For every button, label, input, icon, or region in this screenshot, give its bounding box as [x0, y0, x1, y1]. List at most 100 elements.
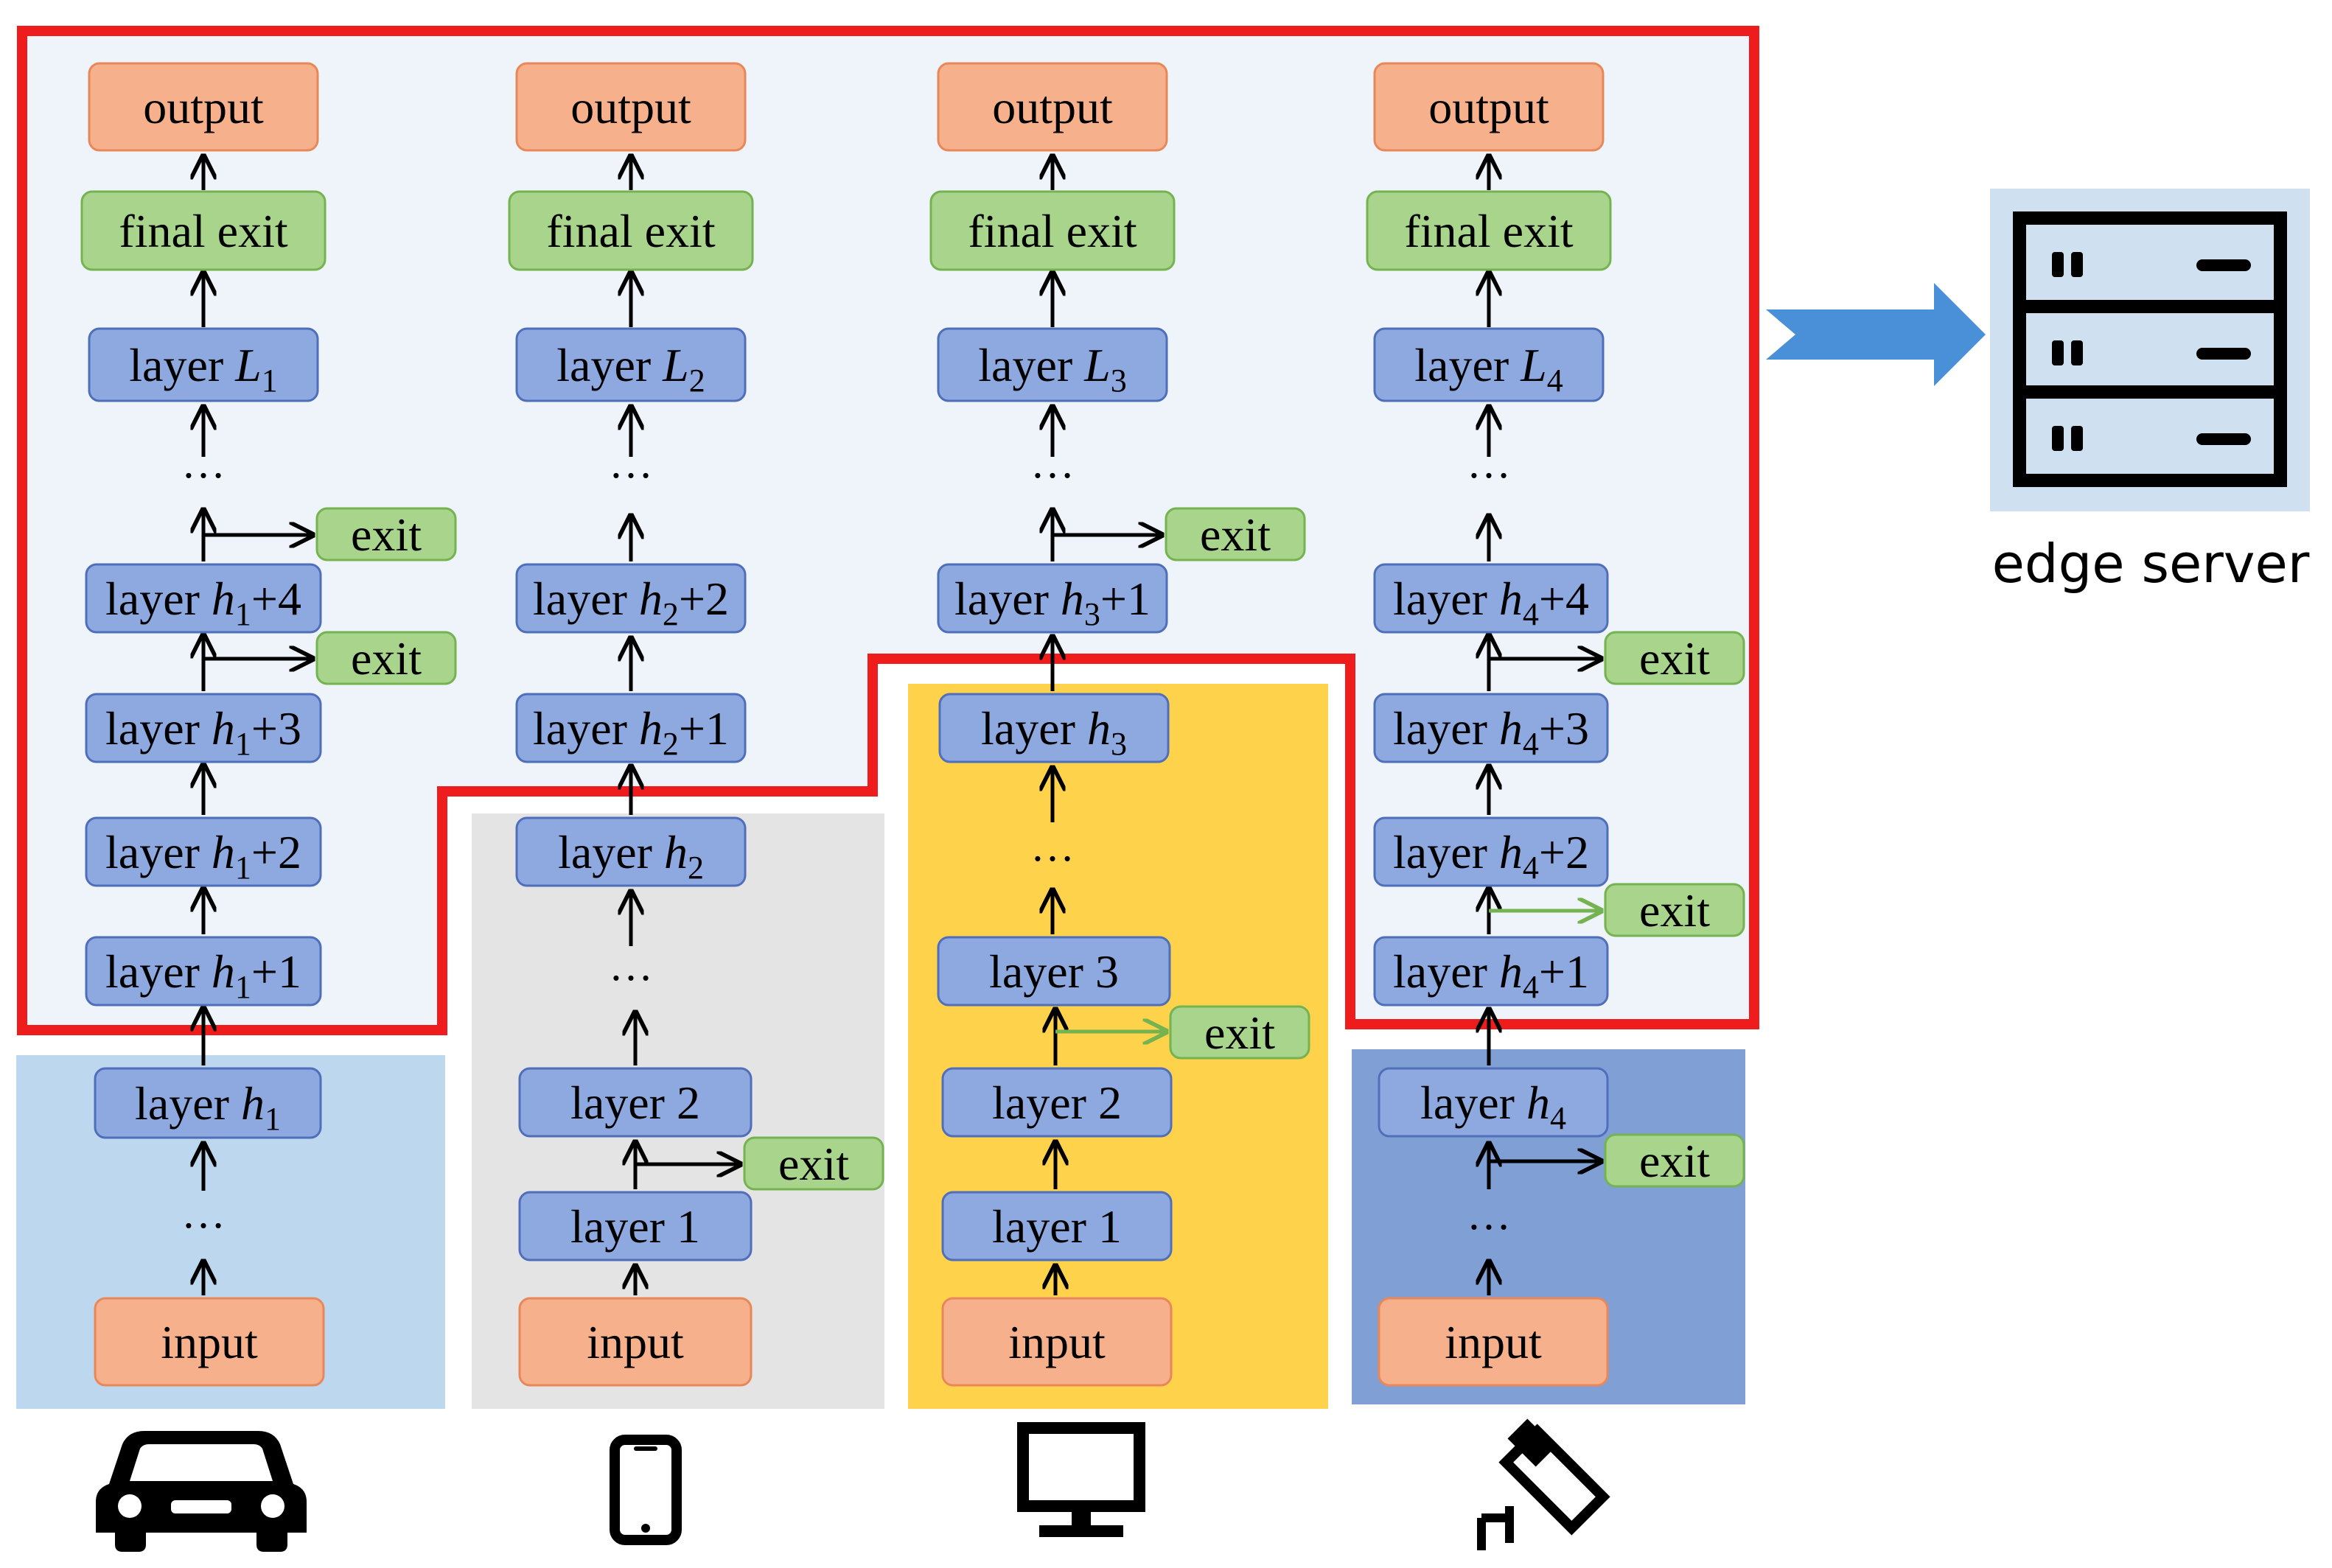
computer-input-shape: [941, 1297, 1173, 1387]
car-exit-2-shape: [315, 631, 457, 685]
car-final-layer-label: layer L1: [129, 339, 278, 399]
car-layer-2-shape: [85, 693, 322, 763]
camera-layer-3-label: layer h4+2: [1393, 826, 1589, 886]
monitor-icon: [1017, 1422, 1145, 1537]
computer-exit-mid: exit: [1169, 1005, 1310, 1060]
computer-layer-2: layer 2: [941, 1067, 1173, 1138]
car-exit-2: exit: [315, 631, 457, 685]
camera-exit-1-shape: [1604, 631, 1745, 685]
smartphone-layer-1-shape: [518, 1191, 753, 1261]
car-layer-2-label: layer h1+3: [105, 702, 301, 762]
computer-layer-u1-label: layer h3+1: [954, 573, 1151, 632]
camera-layer-2: layer h4+3: [1373, 693, 1609, 763]
smartphone-layer-h: layer h2: [515, 816, 747, 887]
camera-final-exit: final exit: [1366, 190, 1612, 271]
edge-server: edge server: [1990, 189, 2310, 595]
computer-output-shape: [937, 62, 1168, 152]
computer-input-label: input: [1008, 1316, 1106, 1368]
camera-exit-2-label: exit: [1639, 884, 1710, 937]
computer-final-layer-label: layer L3: [978, 339, 1127, 399]
car-final-layer: layer L1: [88, 327, 319, 402]
camera-layer-h-label: layer h4: [1420, 1077, 1566, 1136]
car-exit-1-label: exit: [351, 508, 422, 561]
smartphone-layer-h-label: layer h2: [558, 826, 704, 886]
smartphone-layer-u1: layer h2+1: [515, 693, 747, 763]
car-layer-4-shape: [85, 936, 322, 1007]
camera-output-label: output: [1428, 81, 1549, 133]
camera-exit-3-shape: [1604, 1133, 1745, 1188]
camera-input-shape: [1378, 1297, 1609, 1387]
camera-input-label: input: [1445, 1316, 1542, 1368]
car-exit-2-label: exit: [351, 632, 422, 685]
camera-layer-2-label: layer h4+3: [1393, 702, 1589, 762]
car-layer-3-shape: [85, 816, 322, 887]
camera-final-exit-shape: [1366, 190, 1612, 271]
car-top-ellipsis: …: [181, 438, 226, 487]
camera-layer-h-shape: [1378, 1067, 1609, 1138]
smartphone-output-label: output: [570, 81, 691, 133]
car-final-exit-label: final exit: [119, 205, 287, 257]
car-exit-1: exit: [315, 507, 457, 561]
computer-layer-1-shape: [941, 1191, 1173, 1261]
network-nodes: output final exit layer L1 … output final exi…: [80, 62, 1745, 1387]
camera-top-ellipsis: …: [1467, 438, 1511, 487]
camera-final-layer-label: layer L4: [1414, 339, 1563, 399]
smartphone-exit-label: exit: [778, 1138, 849, 1190]
car-layer-1-shape: [85, 563, 322, 634]
camera-exit-1: exit: [1604, 631, 1745, 685]
car-output-shape: [88, 62, 319, 152]
car-final-exit: final exit: [80, 190, 327, 271]
server-icon: [2013, 211, 2287, 487]
smartphone-output-shape: [515, 62, 747, 152]
car-layer-4-label: layer h1+1: [105, 945, 301, 1005]
smartphone-layer-u2: layer h2+2: [515, 563, 747, 634]
computer-top-ellipsis: …: [1030, 438, 1075, 487]
smartphone-layer-h-shape: [515, 816, 747, 887]
smartphone-layer-u1-label: layer h2+1: [533, 702, 729, 762]
computer-layer-2-label: layer 2: [992, 1077, 1122, 1129]
car-layer-h: layer h1: [94, 1067, 322, 1139]
computer-layer-1-label: layer 1: [992, 1200, 1122, 1253]
smartphone-layer-u2-shape: [515, 563, 747, 634]
computer-exit-top: exit: [1165, 507, 1306, 561]
car-layer-2: layer h1+3: [85, 693, 322, 763]
computer-final-exit-label: final exit: [968, 205, 1137, 257]
camera-layer-4-shape: [1373, 936, 1609, 1007]
camera-final-layer: layer L4: [1373, 327, 1605, 402]
car-output-label: output: [143, 81, 264, 133]
offload-region: [22, 31, 1754, 1030]
camera-exit-2-shape: [1604, 883, 1745, 937]
offload-boundary: [17, 26, 1759, 1035]
smartphone-layer-u1-shape: [515, 693, 747, 763]
computer-output: output: [937, 62, 1168, 152]
computer-layer-2-shape: [941, 1067, 1173, 1138]
car-layer-4: layer h1+1: [85, 936, 322, 1007]
car-exit-1-shape: [315, 507, 457, 561]
computer-layer-u1: layer h3+1: [937, 563, 1168, 634]
edge-server-backdrop: [1990, 189, 2310, 511]
camera-bottom-ellipsis: …: [1467, 1190, 1511, 1239]
camera-exit-3: exit: [1604, 1133, 1745, 1188]
smartphone-layer-1-label: layer 1: [570, 1200, 700, 1253]
computer-mid-ellipsis: …: [1030, 822, 1075, 870]
camera-layer-1: layer h4+4: [1373, 563, 1609, 634]
smartphone-input: input: [518, 1297, 753, 1387]
camera-exit-3-label: exit: [1639, 1135, 1710, 1187]
computer-layer-3-label: layer 3: [989, 945, 1119, 998]
camera-layer-4-label: layer h4+1: [1393, 945, 1589, 1005]
camera-input: input: [1378, 1297, 1609, 1387]
car-output: output: [88, 62, 319, 152]
computer-final-layer-shape: [937, 327, 1168, 402]
computer-output-label: output: [992, 81, 1113, 133]
camera-output-shape: [1373, 62, 1605, 152]
smartphone-input-label: input: [587, 1316, 684, 1368]
smartphone-mid-ellipsis: …: [609, 941, 653, 990]
car-input: input: [94, 1297, 325, 1387]
computer-layer-1: layer 1: [941, 1191, 1173, 1261]
smartphone-output: output: [515, 62, 747, 152]
car-final-exit-shape: [80, 190, 327, 271]
smartphone-final-exit-shape: [508, 190, 754, 271]
smartphone-final-exit-label: final exit: [546, 205, 715, 257]
